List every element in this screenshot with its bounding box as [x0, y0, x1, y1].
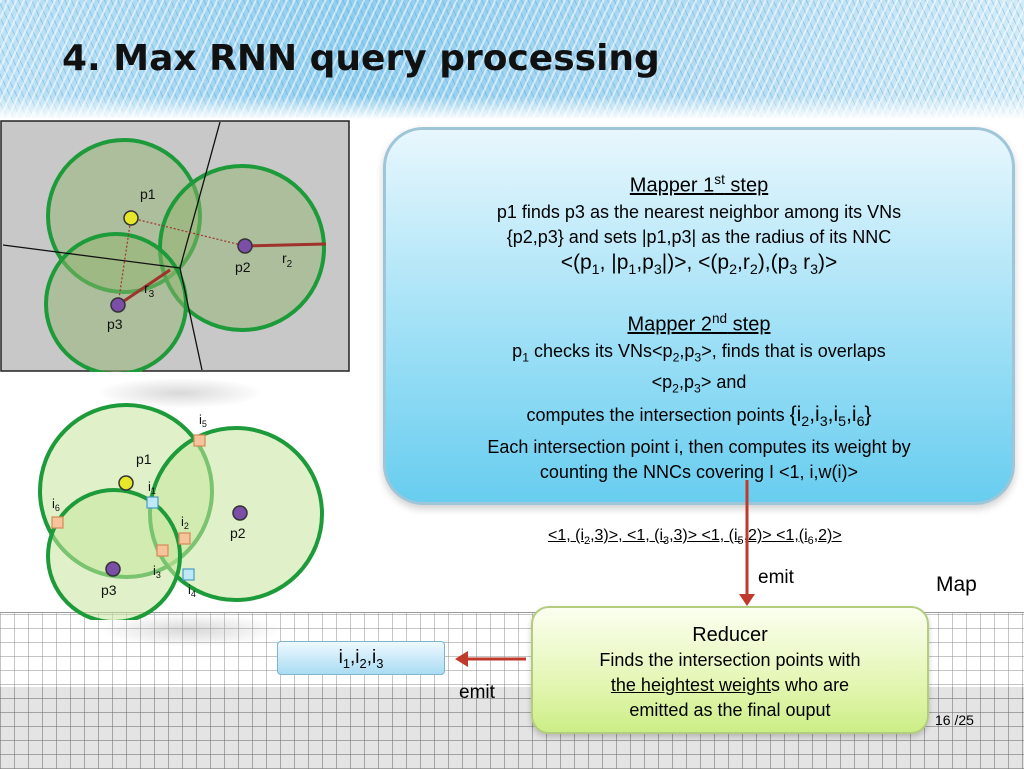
point-p3-bottom — [105, 561, 121, 577]
reducer-line2: the heightest weights who are — [610, 675, 850, 695]
radius-r2 — [244, 242, 327, 248]
voronoi-edges — [2, 121, 221, 371]
label-p1-bottom: p1 — [136, 451, 152, 467]
point-i2 — [178, 532, 191, 545]
slide-title: 4. Max RNN query processing — [62, 38, 660, 79]
label-p1: p1 — [140, 186, 156, 202]
label-p3: p3 — [107, 316, 123, 332]
intersection-points — [51, 434, 206, 557]
reducer-line1: Finds the intersection points with — [599, 650, 861, 670]
point-p2 — [237, 238, 253, 254]
point-i3 — [156, 544, 169, 557]
label-i4: i4 — [188, 582, 196, 599]
emit-label-reduce: emit — [459, 682, 495, 703]
final-output-box: i1,i2,i3 — [277, 641, 445, 675]
mapper-step1-line2: {p2,p3} and sets |p1,p3| as the radius o… — [506, 226, 892, 247]
point-i4 — [182, 568, 195, 581]
label-i5: i5 — [199, 412, 207, 429]
point-p1 — [123, 210, 139, 226]
point-p1-bottom — [118, 475, 134, 491]
mapper-step1-emit-tuple: <(p1, |p1,p3|)>, <(p2,r2),(p3 r3)> — [560, 250, 838, 278]
mapper-steps-box: Mapper 1st step p1 finds p3 as the neare… — [383, 127, 1015, 505]
point-p2-bottom — [232, 505, 248, 521]
point-i6 — [51, 516, 64, 529]
intersection-diagram: p1 p2 p3 i1 i2 i3 i4 i5 i6 — [38, 403, 324, 620]
mapper-step2-line5: counting the NNCs covering I <1, i,w(i)> — [539, 461, 859, 482]
mapper-step2-line3: computes the intersection points {i2,i3,… — [526, 402, 872, 430]
page-number: 16 /25 — [935, 712, 974, 728]
points-bottom — [105, 475, 248, 577]
voronoi-diagram: p1 p2 p3 r2 r3 — [0, 120, 350, 372]
emitted-pairs: <1, (i2,3)>, <1, (i3,3)> <1, (i5,2)> <1,… — [548, 527, 842, 548]
radius-r3 — [117, 268, 171, 307]
nnc-circles-light — [38, 403, 324, 620]
map-phase-label: Map — [936, 573, 977, 596]
mapper-step1-line1: p1 finds p3 as the nearest neighbor amon… — [496, 201, 902, 222]
label-i6: i6 — [52, 496, 60, 513]
reducer-line3: emitted as the final ouput — [629, 700, 831, 720]
label-p2: p2 — [235, 259, 251, 275]
radius-lines — [117, 242, 327, 307]
mapper-step1-heading: Mapper 1st step — [629, 172, 769, 197]
label-i1: i1 — [148, 479, 156, 496]
reducer-heading: Reducer — [692, 624, 768, 646]
reduce-to-output-arrowhead — [455, 651, 468, 667]
point-i1 — [146, 496, 159, 509]
label-r3: r3 — [144, 280, 155, 300]
title-banner-fade — [0, 96, 1024, 120]
nnc-circle-p3-light — [46, 488, 182, 620]
mapper-step2-line4: Each intersection point i, then computes… — [487, 436, 911, 457]
label-p3-bottom: p3 — [101, 582, 117, 598]
mapper-step2-line2: <p2,p3> and — [651, 372, 747, 396]
label-i3: i3 — [153, 563, 161, 580]
non-max-intersections — [146, 496, 195, 581]
label-r2: r2 — [282, 250, 293, 270]
emit-label-map: emit — [758, 567, 794, 588]
point-i5 — [193, 434, 206, 447]
label-p2-bottom: p2 — [230, 525, 246, 541]
point-p3 — [110, 297, 126, 313]
label-i2: i2 — [181, 514, 189, 531]
mapper-step2-heading: Mapper 2nd step — [627, 310, 771, 336]
reducer-box: Reducer Finds the intersection points wi… — [531, 606, 929, 734]
points — [110, 210, 253, 313]
mapper-step2-line1: p1 checks its VNs<p2,p3>, finds that is … — [512, 340, 886, 365]
map-to-reduce-arrowhead — [739, 594, 755, 606]
dotted-links — [117, 217, 246, 306]
